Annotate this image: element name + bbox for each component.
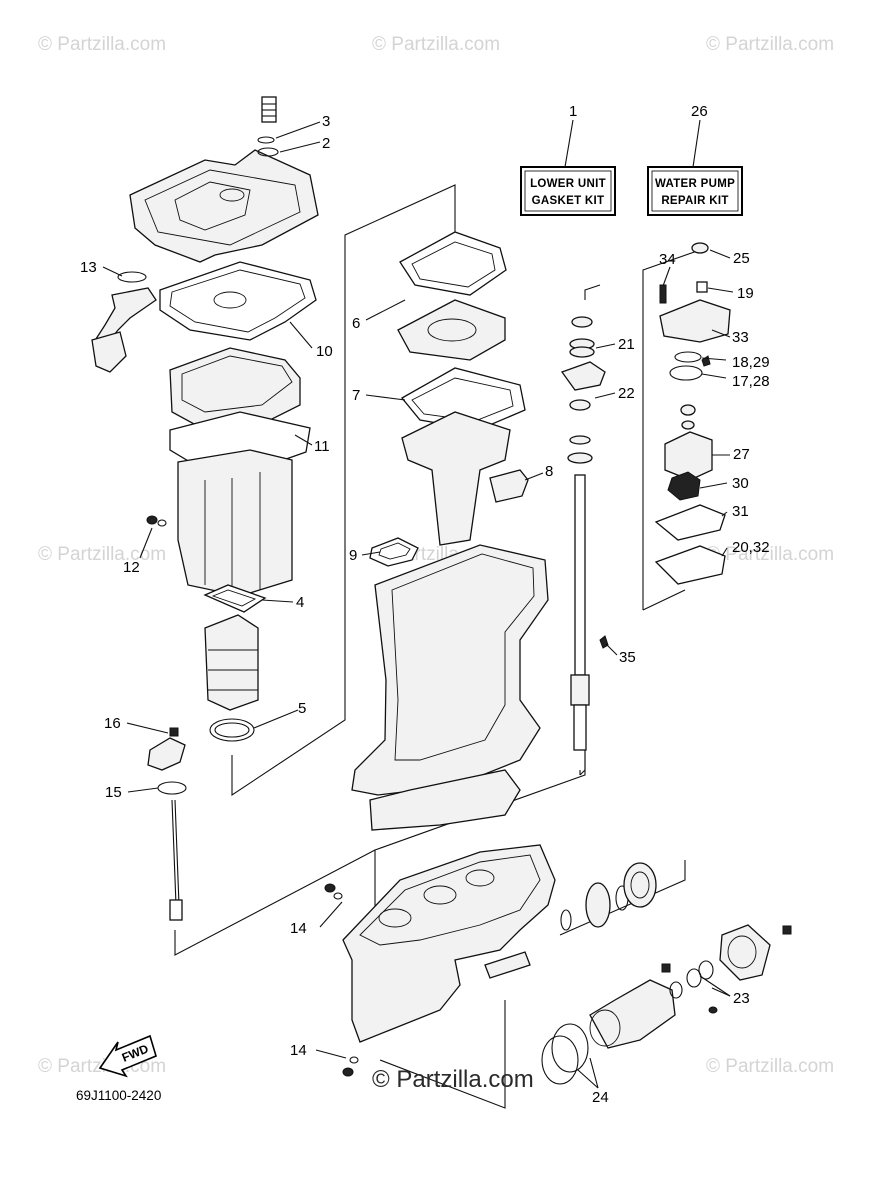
callout-18-29: 18,29 — [732, 354, 770, 371]
watermark-bottom-right: © Partzilla.com — [706, 1056, 834, 1077]
callout-31: 31 — [732, 503, 749, 520]
callout-6: 6 — [352, 315, 360, 332]
callout-4: 4 — [296, 594, 304, 611]
water-pump-kit-line2: REPAIR KIT — [661, 195, 728, 207]
callout-13: 13 — [80, 259, 97, 276]
watermark-bottom-main: © Partzilla.com — [372, 1066, 534, 1093]
watermark-top-left: © Partzilla.com — [38, 34, 166, 55]
gasket-6[interactable] — [399, 231, 507, 296]
callout-1: 1 — [569, 103, 577, 120]
callout-30: 30 — [732, 475, 749, 492]
callout-24: 24 — [592, 1089, 609, 1106]
callout-35: 35 — [619, 649, 636, 666]
upper-case-center[interactable] — [351, 544, 549, 831]
lower-unit-housing[interactable] — [324, 844, 556, 1077]
callout-2: 2 — [322, 135, 330, 152]
leader-lines — [102, 119, 734, 1089]
lower-unit-gasket-kit-box[interactable]: LOWER UNIT GASKET KIT — [520, 166, 616, 216]
lower-unit-kit-line1: LOWER UNIT — [530, 178, 606, 190]
exhaust-manifold-housing[interactable] — [146, 347, 311, 597]
exhaust-extension[interactable] — [401, 411, 511, 546]
watermark-mid-right: © Partzilla.com — [706, 544, 834, 565]
callout-23: 23 — [733, 990, 750, 1007]
callout-11: 11 — [314, 438, 330, 455]
callout-7: 7 — [352, 387, 360, 404]
plate-between-6-7[interactable] — [397, 299, 506, 361]
callout-27: 27 — [733, 446, 750, 463]
seal-9[interactable] — [369, 537, 419, 567]
callout-26: 26 — [691, 103, 708, 120]
callout-12: 12 — [123, 559, 140, 576]
gasket-7[interactable] — [401, 367, 526, 431]
watermark-top-right: © Partzilla.com — [706, 34, 834, 55]
callout-34: 34 — [659, 251, 676, 268]
gasket-4-muffler[interactable] — [203, 584, 267, 742]
callout-10: 10 — [316, 343, 333, 360]
callout-9: 9 — [349, 547, 357, 564]
callout-20-32: 20,32 — [732, 539, 770, 556]
callout-14-upper: 14 — [290, 920, 307, 937]
upper-casing[interactable] — [129, 96, 319, 263]
callout-17-28: 17,28 — [732, 373, 770, 390]
callout-14-lower: 14 — [290, 1042, 307, 1059]
gear-and-bearing-assembly[interactable] — [541, 862, 792, 1085]
callout-8: 8 — [545, 463, 553, 480]
watermark-top-center: © Partzilla.com — [372, 34, 500, 55]
callout-3: 3 — [322, 113, 330, 130]
callout-21: 21 — [618, 336, 635, 353]
callout-15: 15 — [105, 784, 122, 801]
water-pump-repair-kit-box[interactable]: WATER PUMP REPAIR KIT — [647, 166, 743, 216]
rubber-seal-8[interactable] — [489, 469, 529, 503]
watermark-mid-left: © Partzilla.com — [38, 544, 166, 565]
callouts: 1 2 3 4 5 6 7 8 9 10 11 12 13 14 14 15 1… — [80, 103, 770, 1106]
callout-33: 33 — [732, 329, 749, 346]
water-pump-kit-line1: WATER PUMP — [655, 178, 735, 190]
diagram-code: 69J1100-2420 — [76, 1088, 161, 1103]
fwd-arrow: FWD — [98, 1034, 157, 1078]
exhaust-guide-13[interactable] — [91, 271, 157, 373]
lower-unit-kit-line2: GASKET KIT — [532, 195, 605, 207]
drive-shaft[interactable] — [560, 316, 609, 751]
callout-19: 19 — [737, 285, 754, 302]
callout-25: 25 — [733, 250, 750, 267]
gasket-10[interactable] — [159, 261, 317, 341]
callout-5: 5 — [298, 700, 306, 717]
callout-22: 22 — [618, 385, 635, 402]
water-tube-holder[interactable] — [147, 727, 187, 921]
callout-16: 16 — [104, 715, 121, 732]
water-pump-components[interactable] — [654, 242, 731, 585]
